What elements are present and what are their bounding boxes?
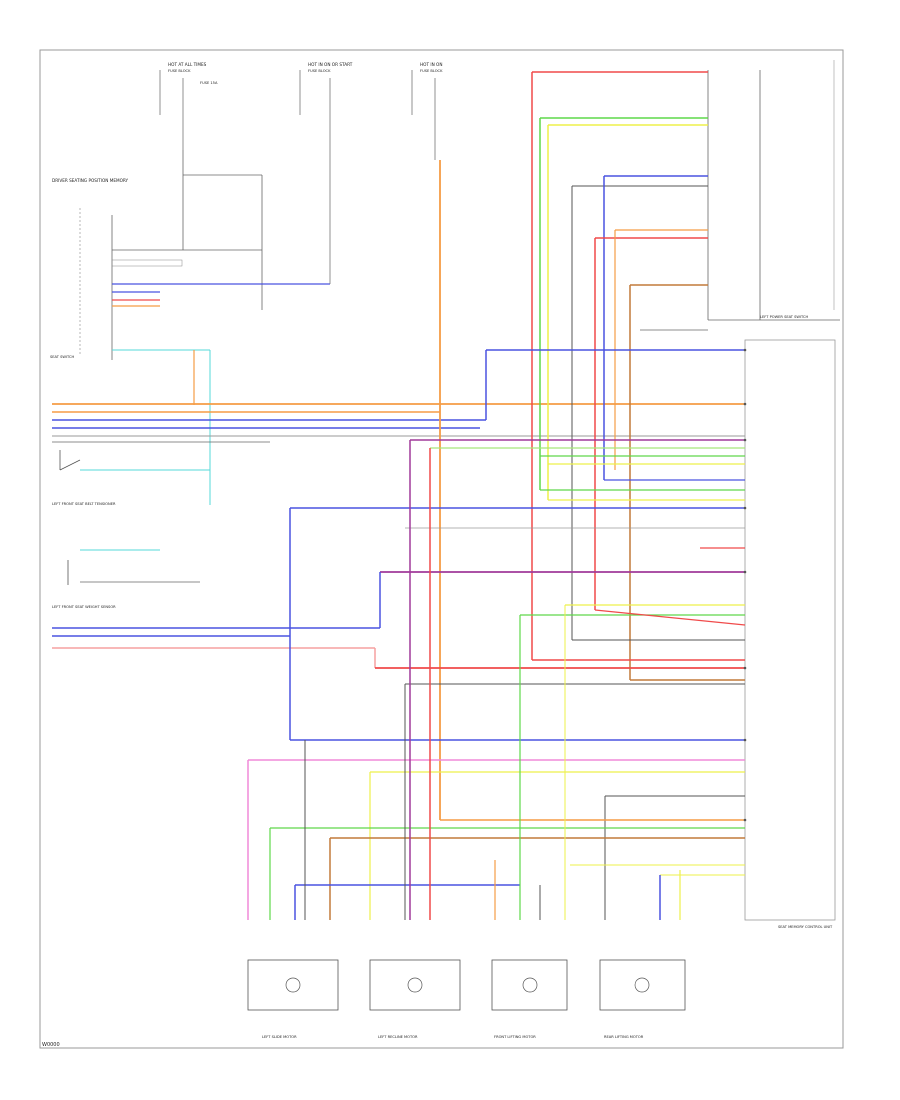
seat-weight-sensor: LEFT FRONT SEAT WEIGHT SENSOR [52, 549, 200, 609]
motor-left-slide: LEFT SLIDE MOTOR [247, 959, 339, 1039]
driver-memory-unit: DRIVER SEATING POSITION MEMORY SEAT SWIT… [50, 135, 331, 505]
right-harness [439, 71, 745, 820]
source-fuse: FUSE BLOCK [168, 69, 191, 73]
motor-label: LEFT RECLINE MOTOR [378, 1035, 418, 1039]
seat-belt-label: LEFT FRONT SEAT BELT TENSIONER [52, 502, 116, 506]
seat-weight-label: LEFT FRONT SEAT WEIGHT SENSOR [52, 605, 116, 609]
source-label: HOT IN ON OR START [308, 62, 353, 67]
motor-left-recline: LEFT RECLINE MOTOR [369, 959, 461, 1039]
source-fuse: FUSE BLOCK [308, 69, 331, 73]
source-hot-in-on: HOT IN ON FUSE BLOCK [411, 62, 443, 160]
interface-label: SEAT SWITCH [50, 355, 74, 359]
terminal-pins [743, 348, 747, 822]
motor-front-lifting: FRONT LIFTING MOTOR [491, 959, 568, 1039]
source-fuse: FUSE BLOCK [420, 69, 443, 73]
motor-rear-lifting: REAR LIFTING MOTOR [599, 959, 686, 1039]
control-unit-label: SEAT MEMORY CONTROL UNIT [778, 925, 833, 929]
source-hot-at-all-times: HOT AT ALL TIMES FUSE BLOCK FUSE 15A [159, 62, 218, 150]
source-hot-in-on-or-start: HOT IN ON OR START FUSE BLOCK [299, 62, 353, 135]
svg-text:FUSE 15A: FUSE 15A [200, 81, 218, 85]
seat-belt-tensioner: LEFT FRONT SEAT BELT TENSIONER [52, 450, 210, 506]
source-label: HOT AT ALL TIMES [168, 62, 207, 67]
diagram-border [39, 49, 844, 1049]
driver-unit-label: DRIVER SEATING POSITION MEMORY [52, 178, 129, 183]
left-power-seat-switch: LEFT POWER SEAT SWITCH [640, 60, 840, 331]
diagram-code: W0000 [42, 1042, 60, 1048]
switch-label: LEFT POWER SEAT SWITCH [760, 315, 809, 319]
seat-memory-control-unit: SEAT MEMORY CONTROL UNIT [744, 339, 836, 929]
motor-label: LEFT SLIDE MOTOR [262, 1035, 297, 1039]
top-power-sources: HOT AT ALL TIMES FUSE BLOCK FUSE 15A HOT… [159, 62, 443, 160]
motor-label: FRONT LIFTING MOTOR [494, 1035, 536, 1039]
motor-label: REAR LIFTING MOTOR [604, 1035, 644, 1039]
connector-terminals [247, 439, 746, 920]
source-label: HOT IN ON [420, 62, 442, 67]
